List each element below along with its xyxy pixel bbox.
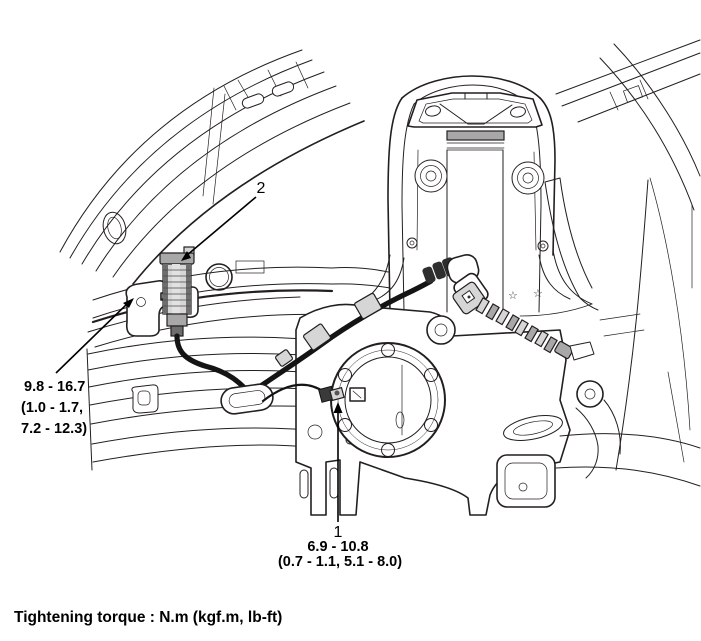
torque-bracket-line3: 7.2 - 12.3) [21, 421, 87, 437]
fender-apron [87, 260, 391, 348]
sensor-harness-cable [220, 278, 434, 415]
right-body-structure [544, 39, 701, 471]
steering-knuckle [295, 303, 701, 516]
callout-2-label: 2 [257, 180, 266, 197]
torque-sensor-line1: 6.9 - 10.8 [307, 539, 368, 555]
torque-bracket-line1: 9.8 - 16.7 [24, 379, 85, 395]
torque-sensor-line2: (0.7 - 1.1, 5.1 - 8.0) [278, 554, 402, 570]
star-marker: ☆ [533, 288, 543, 300]
star-marker: ☆ [508, 290, 518, 302]
callout-1-label: 1 [334, 524, 343, 541]
footer-note: Tightening torque : N.m (kgf.m, lb-ft) [14, 609, 282, 626]
sensor-connector-elbow [422, 254, 595, 361]
torque-bracket-line2: (1.0 - 1.7, [21, 400, 83, 416]
callout-leaders [55, 196, 343, 522]
harness-connector-bracket [125, 246, 253, 414]
wheel-arch-liner [59, 49, 365, 285]
strut-tower [347, 75, 593, 319]
